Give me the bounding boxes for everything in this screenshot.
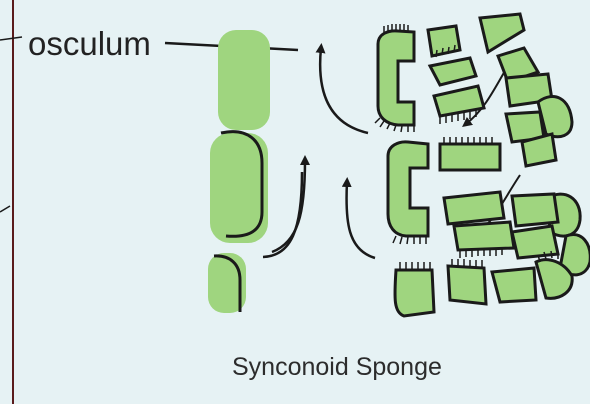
left-wall-cells (208, 30, 270, 313)
osculum-label: osculum (28, 24, 151, 64)
cell-top-3 (430, 58, 476, 85)
cell-bottom-1 (395, 270, 434, 316)
left-wall-cell-top (218, 30, 270, 130)
flow-arrow-osculum (320, 48, 368, 133)
left-edge-tick (0, 206, 10, 212)
cell-middle-3 (512, 194, 558, 226)
choanocyte-chamber-middle (388, 142, 428, 236)
cell-middle-2 (444, 192, 504, 224)
cell-middle-1 (440, 144, 500, 170)
cell-bottom-3 (492, 268, 536, 302)
cell-top-1 (428, 26, 460, 56)
diagram-caption: Synconoid Sponge (232, 351, 442, 383)
cell-middle-4 (454, 222, 514, 250)
flow-arrow-middle (347, 182, 375, 258)
choanocyte-chamber-top (378, 31, 414, 125)
cell-bottom-2 (448, 266, 486, 304)
flow-arrow-lower-left (263, 172, 302, 257)
choanocyte-cells (378, 14, 590, 316)
osculum-left-tick (0, 37, 22, 40)
cell-top-2 (480, 14, 524, 52)
